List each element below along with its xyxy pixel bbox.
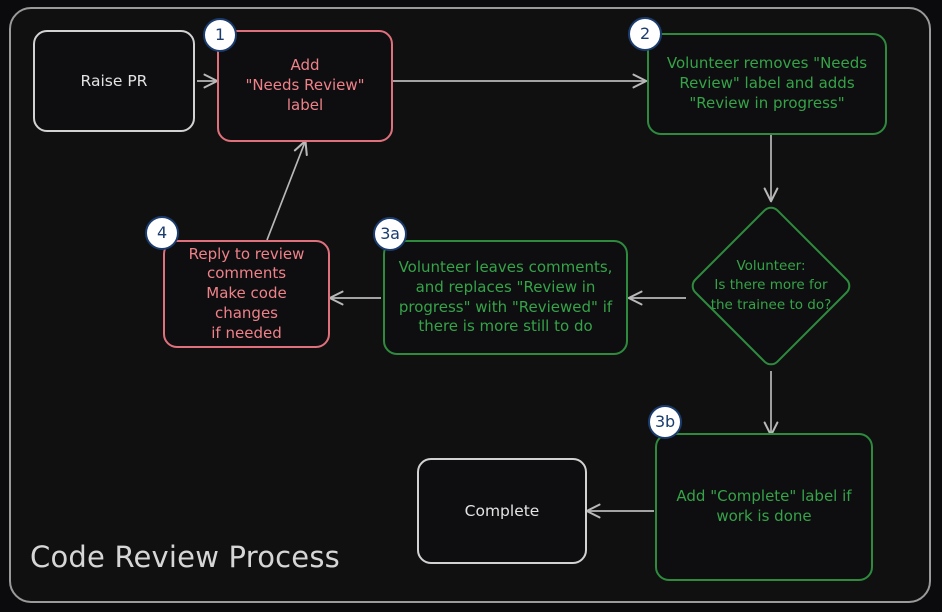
badge-4: 4 bbox=[145, 216, 179, 250]
node-reply-to-review-label: Reply to review comments Make code chang… bbox=[188, 244, 305, 342]
node-add-complete-label-text: Add "Complete" label if work is done bbox=[676, 487, 852, 525]
node-complete-label: Complete bbox=[464, 501, 540, 520]
node-reply-to-review-comments[interactable]: Reply to review comments Make code chang… bbox=[163, 240, 330, 348]
badge-1: 1 bbox=[203, 18, 237, 52]
node-raise-pr[interactable]: Raise PR bbox=[33, 30, 195, 132]
edge-reply-to-add-label bbox=[266, 139, 308, 241]
badge-3a: 3a bbox=[373, 217, 407, 251]
node-raise-pr-label: Raise PR bbox=[80, 71, 148, 90]
node-add-needs-review-label[interactable]: Add "Needs Review" label bbox=[217, 30, 393, 142]
node-decision-label: Volunteer: Is there more for the trainee… bbox=[710, 258, 832, 313]
node-decision-more-for-trainee[interactable]: Volunteer: Is there more for the trainee… bbox=[687, 202, 855, 370]
node-volunteer-leaves-label: Volunteer leaves comments, and replaces … bbox=[398, 257, 613, 336]
node-add-needs-review-label-text: Add "Needs Review" label bbox=[245, 56, 365, 114]
diagram-title: Code Review Process bbox=[30, 540, 340, 574]
node-volunteer-leaves-comments[interactable]: Volunteer leaves comments, and replaces … bbox=[383, 240, 628, 355]
node-volunteer-removes-needs-review[interactable]: Volunteer removes "Needs Review" label a… bbox=[647, 33, 887, 135]
node-volunteer-removes-label: Volunteer removes "Needs Review" label a… bbox=[666, 54, 868, 112]
badge-3b: 3b bbox=[648, 405, 682, 439]
node-add-complete-label[interactable]: Add "Complete" label if work is done bbox=[655, 433, 873, 581]
node-complete[interactable]: Complete bbox=[417, 458, 587, 564]
badge-2: 2 bbox=[628, 17, 662, 51]
